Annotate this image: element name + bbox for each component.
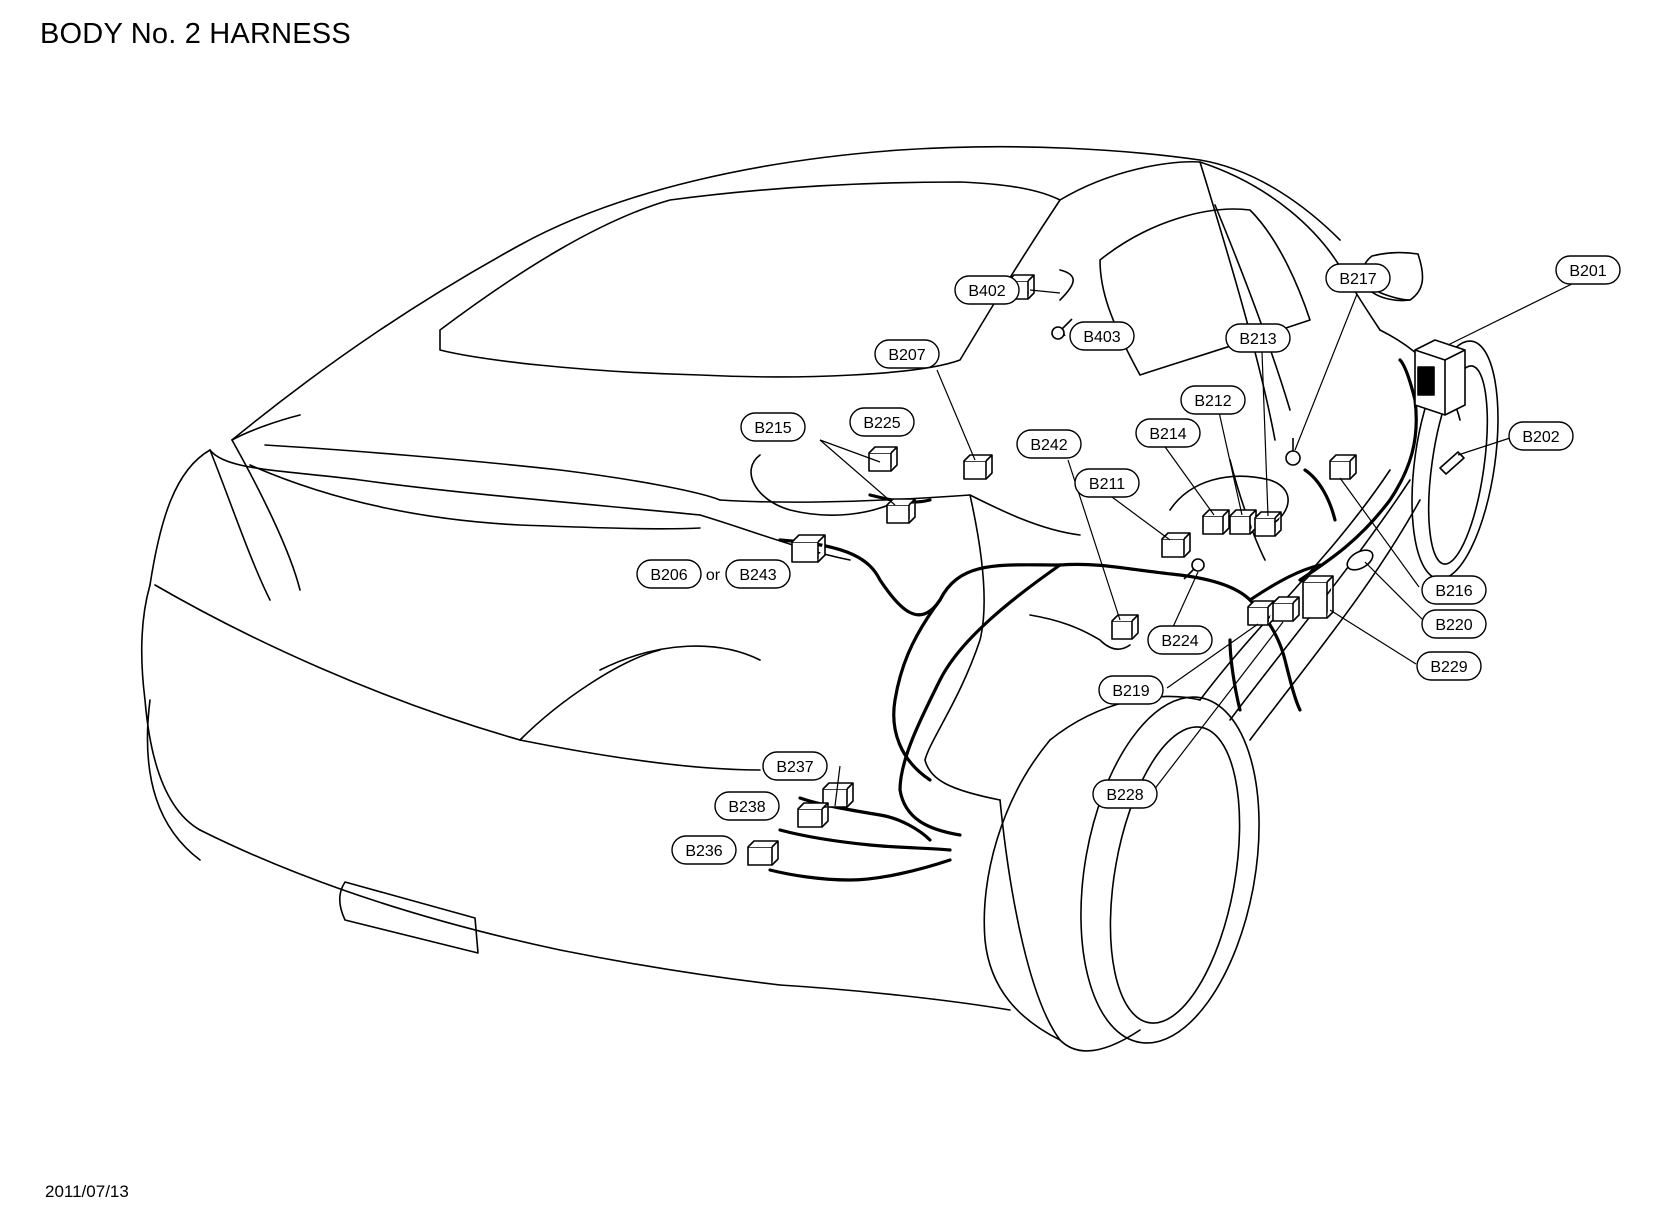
svg-text:B236: B236 xyxy=(685,843,722,860)
label-b201: B201 xyxy=(1555,255,1621,285)
connector-b229 xyxy=(1302,575,1334,619)
svg-text:B213: B213 xyxy=(1239,331,1276,348)
label-b212: B212 xyxy=(1180,385,1246,415)
label-b211: B211 xyxy=(1074,468,1140,498)
svg-text:B242: B242 xyxy=(1030,437,1067,454)
connector-b206 xyxy=(791,534,826,563)
sensor-b220 xyxy=(1346,549,1374,571)
label-b229: B229 xyxy=(1416,651,1482,681)
callout-labels: B201 B202 B206 B207 B211 B212 B213 B214 … xyxy=(636,255,1621,865)
label-b219: B219 xyxy=(1098,675,1164,705)
svg-text:B220: B220 xyxy=(1435,617,1472,634)
label-b403: B403 xyxy=(1069,321,1135,351)
connector-b238 xyxy=(797,802,829,828)
svg-text:B224: B224 xyxy=(1161,633,1198,650)
junction-box-b201 xyxy=(1414,339,1466,416)
diagram-title: BODY No. 2 HARNESS xyxy=(40,18,351,50)
harness-thin-wires xyxy=(750,269,1289,650)
label-b206: B206 xyxy=(636,559,702,589)
svg-text:B217: B217 xyxy=(1339,271,1376,288)
label-b216: B216 xyxy=(1421,575,1487,605)
label-b214: B214 xyxy=(1135,418,1201,448)
label-b213: B213 xyxy=(1225,323,1291,353)
connector-b228 xyxy=(1272,596,1300,622)
connector-b214 xyxy=(1202,509,1230,535)
svg-text:B237: B237 xyxy=(776,759,813,776)
label-b238: B238 xyxy=(714,791,780,821)
harness-wires xyxy=(768,358,1418,882)
connector-b237 xyxy=(822,782,854,808)
svg-text:B212: B212 xyxy=(1194,393,1231,410)
date-stamp: 2011/07/13 xyxy=(45,1182,129,1201)
connectors xyxy=(747,274,1466,866)
connector-b216 xyxy=(1329,454,1357,480)
connector-b219 xyxy=(1247,600,1275,626)
label-b217: B217 xyxy=(1325,263,1391,293)
label-b207: B207 xyxy=(874,339,940,369)
connector-b215 xyxy=(886,498,916,524)
svg-text:B206: B206 xyxy=(650,567,687,584)
svg-text:B211: B211 xyxy=(1089,476,1125,493)
svg-text:B207: B207 xyxy=(888,347,925,364)
label-b236: B236 xyxy=(671,835,737,865)
connector-b212 xyxy=(1229,509,1257,535)
svg-text:B202: B202 xyxy=(1522,429,1559,446)
svg-text:B216: B216 xyxy=(1435,583,1472,600)
label-b228: B228 xyxy=(1092,779,1158,809)
svg-text:B402: B402 xyxy=(968,283,1005,300)
svg-text:B215: B215 xyxy=(754,420,791,437)
svg-text:B229: B229 xyxy=(1430,659,1467,676)
label-b220: B220 xyxy=(1421,609,1487,639)
connector-b207 xyxy=(963,454,993,480)
svg-text:B243: B243 xyxy=(739,567,776,584)
label-b243: B243 xyxy=(725,559,791,589)
svg-text:B225: B225 xyxy=(863,415,900,432)
ground-terminal-b217 xyxy=(1285,438,1301,466)
svg-text:B219: B219 xyxy=(1112,683,1149,700)
label-b242: B242 xyxy=(1016,429,1082,459)
svg-text:B403: B403 xyxy=(1083,329,1120,346)
ground-terminal-b224 xyxy=(1183,558,1205,580)
connector-b213 xyxy=(1254,511,1282,537)
svg-text:B228: B228 xyxy=(1106,787,1143,804)
label-b225: B225 xyxy=(849,407,915,437)
connector-b236 xyxy=(747,840,779,866)
label-b202: B202 xyxy=(1508,421,1574,451)
label-b215: B215 xyxy=(740,412,806,442)
svg-text:B201: B201 xyxy=(1569,263,1606,280)
svg-text:B238: B238 xyxy=(728,799,765,816)
label-b402: B402 xyxy=(954,275,1020,305)
label-b237: B237 xyxy=(762,751,828,781)
label-or: or xyxy=(706,567,721,584)
label-b224: B224 xyxy=(1147,625,1213,655)
ground-terminal-b403 xyxy=(1051,318,1073,340)
connector-b242 xyxy=(1111,614,1139,640)
plug-b202 xyxy=(1439,451,1465,475)
svg-text:B214: B214 xyxy=(1149,426,1186,443)
